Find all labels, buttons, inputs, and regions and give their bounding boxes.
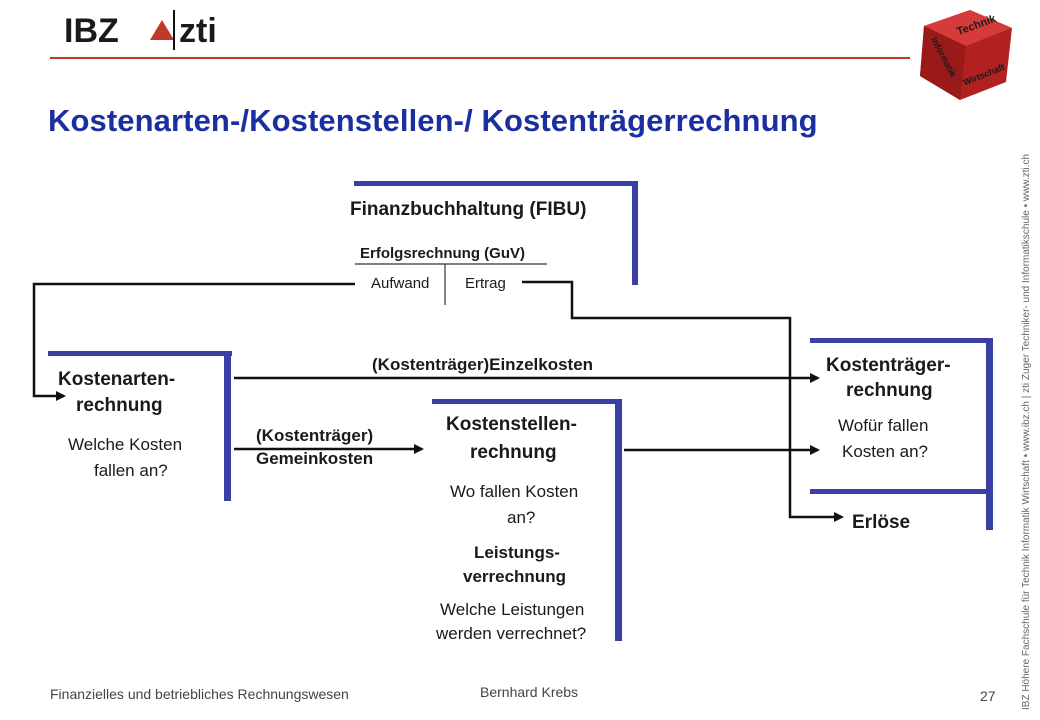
- kostentraeger-title-2: rechnung: [846, 380, 933, 401]
- logo-zti-text: zti: [179, 12, 217, 50]
- leistung-title-2: verrechnung: [463, 567, 566, 586]
- kostenstellen-title-2: rechnung: [470, 442, 557, 463]
- kostentraeger-question-2: Kosten an?: [842, 442, 928, 461]
- logo-arrow-icon: [150, 20, 174, 40]
- kostenarten-box-border: [48, 351, 232, 501]
- sidebar-credits-text: IBZ Höhere Fachschule für Technik Inform…: [1021, 153, 1032, 710]
- page-number: 27: [980, 688, 996, 704]
- leistung-question-1: Welche Leistungen: [440, 600, 584, 619]
- footer-course: Finanzielles und betriebliches Rechnungs…: [50, 686, 349, 702]
- ibz-zti-logo: IBZ zti: [64, 10, 217, 50]
- gemeinkosten-label-2: Gemeinkosten: [256, 449, 373, 468]
- leistung-title-1: Leistungs-: [474, 543, 560, 562]
- kostenarten-title-1: Kostenarten-: [58, 369, 175, 390]
- arrow-ertrag-to-erloese: [522, 280, 844, 522]
- arrow-aufwand-to-kostenarten: [32, 282, 355, 401]
- guv-ertrag: Ertrag: [465, 275, 506, 292]
- kostenarten-question-1: Welche Kosten: [68, 435, 182, 454]
- kostenstellen-question-2: an?: [507, 508, 535, 527]
- erloese-label: Erlöse: [852, 512, 910, 533]
- kostentraeger-box-border: [810, 338, 993, 530]
- kostentraeger-title-1: Kostenträger-: [826, 355, 951, 376]
- kostenstellen-question-1: Wo fallen Kosten: [450, 482, 578, 501]
- kostenstellen-box-border: [432, 399, 622, 641]
- page-title: Kostenarten-/Kostenstellen-/ Kostenträge…: [48, 103, 818, 138]
- fibu-title: Finanzbuchhaltung (FIBU): [350, 199, 586, 220]
- kostentraeger-question-1: Wofür fallen: [838, 416, 928, 435]
- guv-title: Erfolgsrechnung (GuV): [360, 245, 525, 262]
- kostenstellen-title-1: Kostenstellen-: [446, 414, 577, 435]
- kostenarten-question-2: fallen an?: [94, 461, 168, 480]
- leistung-question-2: werden verrechnet?: [435, 624, 586, 643]
- logo-ibz-text: IBZ: [64, 12, 119, 50]
- fibu-box-border: [354, 181, 638, 285]
- gemeinkosten-label-1: (Kostenträger): [256, 426, 373, 445]
- einzelkosten-label: (Kostenträger)Einzelkosten: [372, 355, 593, 374]
- guv-aufwand: Aufwand: [371, 275, 429, 292]
- kostenarten-title-2: rechnung: [76, 395, 163, 416]
- footer-author: Bernhard Krebs: [480, 684, 579, 700]
- technik-informatik-wirtschaft-cube: Technik Informatik Wirtschaft: [920, 10, 1012, 100]
- sidebar-credits: IBZ Höhere Fachschule für Technik Inform…: [1013, 70, 1032, 710]
- header-rule: [50, 57, 910, 59]
